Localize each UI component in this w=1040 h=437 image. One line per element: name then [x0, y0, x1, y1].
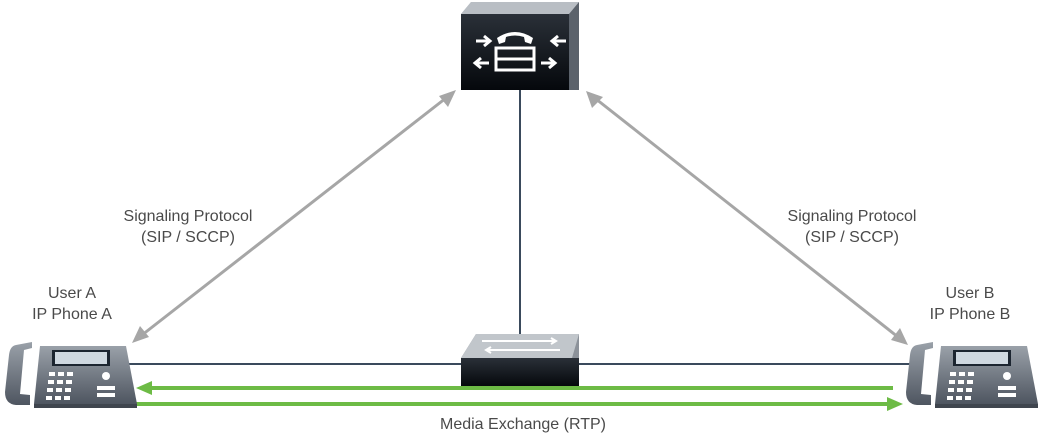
signaling-arrow-right: [586, 91, 908, 345]
switch-icon[interactable]: [461, 334, 579, 386]
phone-a-name: IP Phone A: [32, 306, 112, 323]
signaling-label-right: Signaling Protocol (SIP / SCCP): [764, 206, 940, 248]
call-manager-icon[interactable]: [461, 2, 579, 90]
signaling-label-right-line2: (SIP / SCCP): [805, 229, 899, 246]
media-arrowhead-right: [887, 397, 903, 411]
signaling-label-left: Signaling Protocol (SIP / SCCP): [100, 206, 276, 248]
signaling-label-left-line1: Signaling Protocol: [123, 208, 253, 225]
phone-a-user: User A: [47, 285, 96, 302]
signaling-label-right-line1: Signaling Protocol: [787, 208, 917, 225]
media-exchange-text: Media Exchange (RTP): [440, 416, 606, 433]
media-arrows: [135, 381, 903, 411]
phone-b-name: IP Phone B: [929, 306, 1011, 323]
signaling-label-left-line2: (SIP / SCCP): [141, 229, 235, 246]
network-links: [122, 90, 915, 365]
media-arrowhead-left: [136, 381, 152, 395]
phone-b-user: User B: [945, 285, 995, 302]
media-exchange-label: Media Exchange (RTP): [400, 414, 646, 435]
ip-phone-b-icon[interactable]: [906, 342, 1038, 408]
phone-a-label: User A IP Phone A: [10, 283, 134, 325]
signaling-arrow-left: [132, 90, 456, 343]
ip-phone-a-icon[interactable]: [5, 342, 137, 408]
phone-b-label: User B IP Phone B: [908, 283, 1032, 325]
